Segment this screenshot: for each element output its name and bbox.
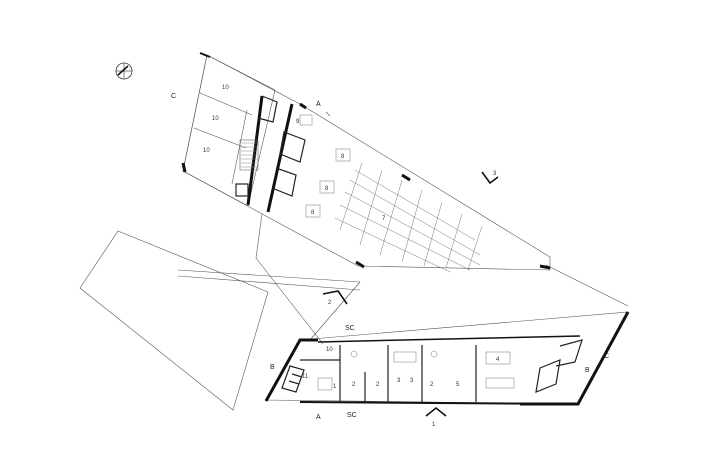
view-marker-label: 2 — [328, 300, 332, 306]
desk-grid — [334, 162, 483, 273]
section-mark-c: C — [171, 93, 176, 100]
upper-wing — [181, 52, 551, 273]
room-label: 10 — [203, 148, 210, 154]
view-marker-label: 3 — [493, 171, 497, 177]
room-label: 10 — [212, 116, 219, 122]
room-label: 2 — [430, 382, 434, 388]
room-label: 10 — [326, 347, 333, 353]
room-label: 8 — [341, 154, 345, 160]
section-mark-sc: SC — [345, 325, 355, 332]
room-label: 7 — [382, 216, 386, 222]
section-mark-b: B — [585, 367, 590, 374]
section-mark-b: B — [270, 364, 275, 371]
room-label: 4 — [496, 357, 500, 363]
view-marker-3 — [481, 171, 499, 185]
room-label: 8 — [325, 186, 329, 192]
room-label: 5 — [456, 382, 460, 388]
stair-hatch — [241, 142, 257, 168]
view-marker-label: 1 — [432, 422, 436, 428]
room-label: 3 — [410, 378, 414, 384]
room-label: 11 — [302, 374, 309, 380]
north-arrow-icon — [115, 62, 133, 80]
room-label: 1 — [333, 384, 337, 390]
room-label: 2 — [376, 382, 380, 388]
view-marker-2 — [322, 290, 348, 305]
section-mark-a: A — [316, 101, 321, 108]
room-label: 10 — [222, 85, 229, 91]
section-mark-c: C — [604, 353, 609, 360]
room-label: 8 — [311, 210, 315, 216]
site-lines — [177, 111, 629, 345]
adjacent-building-outline — [79, 230, 269, 411]
section-mark-a: A — [316, 414, 321, 421]
room-label: 9 — [296, 119, 300, 125]
section-mark-sc: SC — [347, 412, 357, 419]
view-marker-1 — [425, 406, 447, 417]
lower-wing — [264, 311, 630, 406]
room-label: 3 — [397, 378, 401, 384]
room-label: 2 — [352, 382, 356, 388]
